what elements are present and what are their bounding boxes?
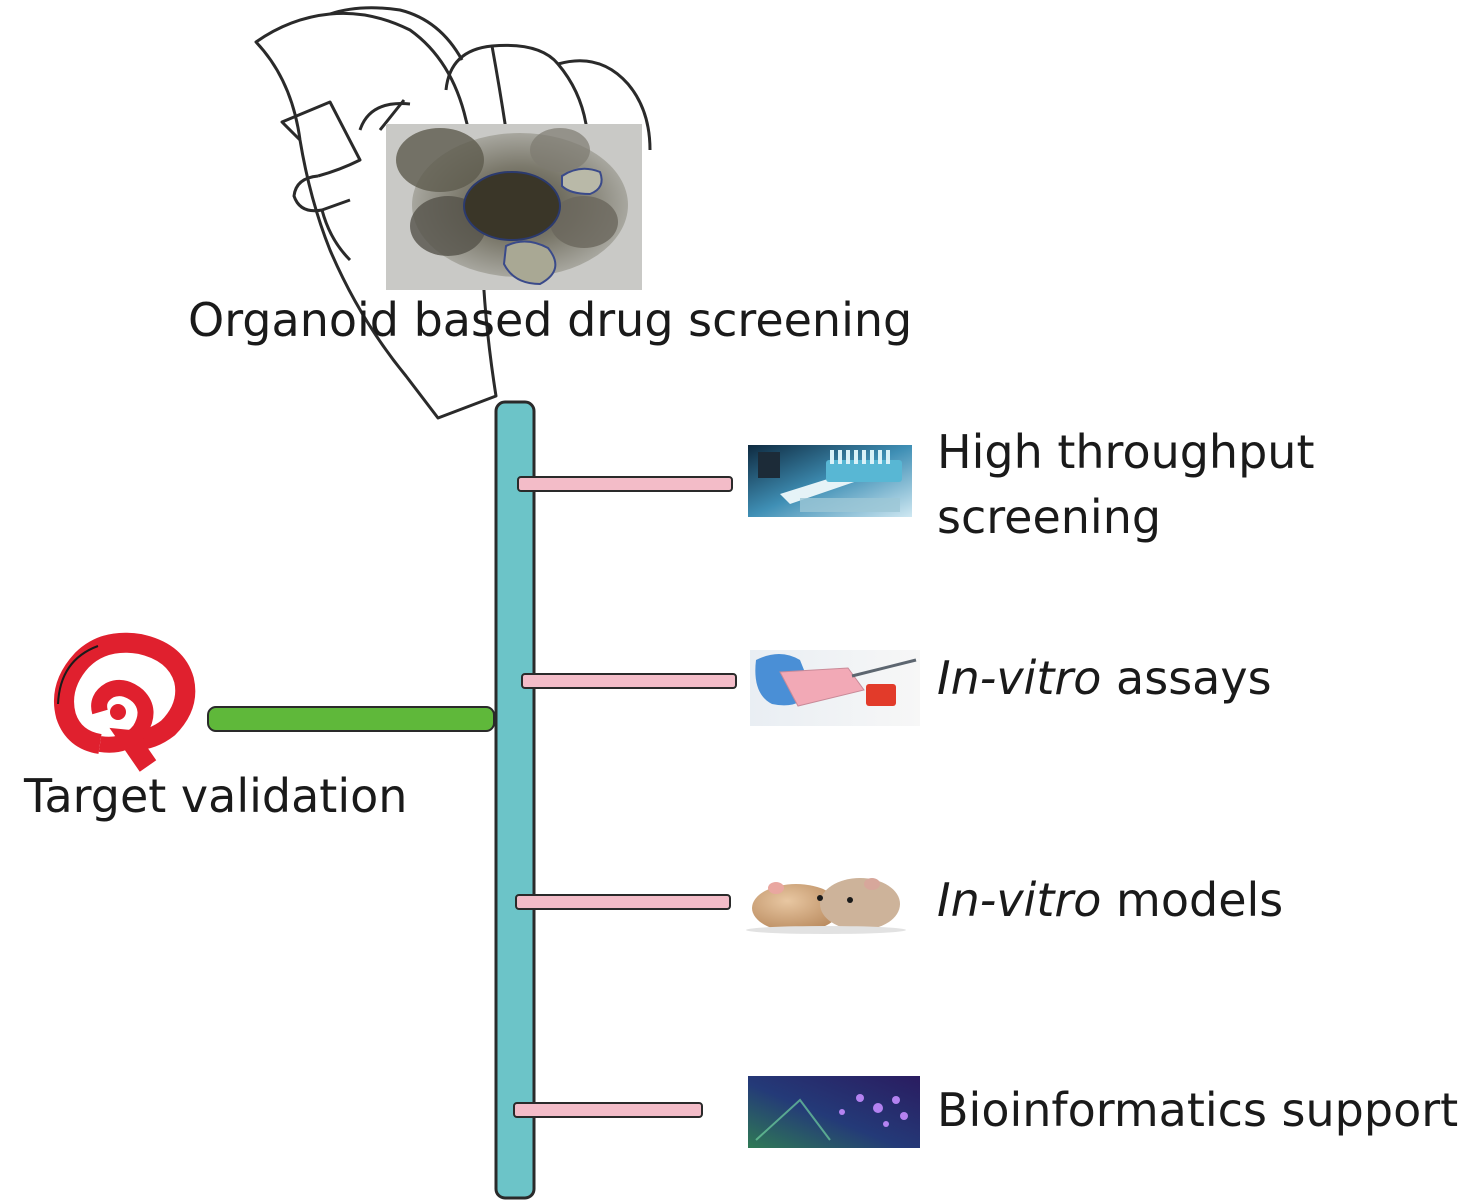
invitro-models-rest: models bbox=[1101, 873, 1284, 927]
invitro-assays-label: In-vitro assays bbox=[937, 646, 1272, 711]
assays-branch bbox=[521, 673, 737, 689]
target-validation-label: Target validation bbox=[24, 769, 408, 823]
central-trunk bbox=[494, 400, 536, 1200]
hts-label: High throughput screening bbox=[937, 420, 1314, 551]
bioinfo-branch bbox=[513, 1102, 703, 1118]
organoid-micrograph-image bbox=[386, 124, 642, 290]
target-branch bbox=[207, 706, 495, 732]
lab-pipette-image bbox=[748, 445, 912, 517]
bioinformatics-label: Bioinformatics support bbox=[937, 1083, 1459, 1137]
hts-branch bbox=[517, 476, 733, 492]
bioinformatics-image bbox=[748, 1076, 920, 1148]
invitro-assays-italic: In-vitro bbox=[937, 651, 1102, 705]
invitro-models-label: In-vitro models bbox=[937, 868, 1283, 933]
hts-label-line2: screening bbox=[937, 490, 1162, 545]
cell-culture-flask-image bbox=[750, 650, 920, 726]
organoid-screening-label: Organoid based drug screening bbox=[188, 293, 913, 347]
invitro-models-italic: In-vitro bbox=[937, 873, 1102, 927]
mice-image bbox=[746, 872, 906, 934]
hts-label-line1: High throughput bbox=[937, 425, 1315, 479]
models-branch bbox=[515, 894, 731, 910]
invitro-assays-rest: assays bbox=[1101, 651, 1272, 705]
target-spiral-icon bbox=[54, 632, 196, 772]
